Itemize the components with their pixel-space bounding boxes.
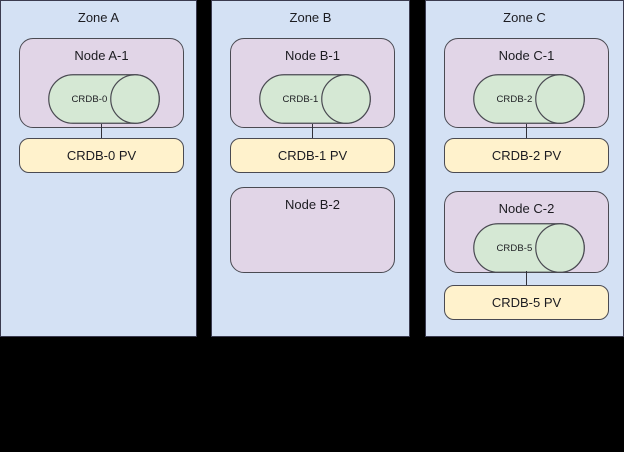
node-box-node-b-2: Node B-2 (230, 187, 395, 273)
zone-title: Zone B (289, 10, 332, 25)
database-cylinder-crdb-1: CRDB-1 (259, 74, 371, 124)
persistent-volume-crdb-5-pv: CRDB-5 PV (444, 285, 609, 320)
persistent-volume-crdb-1-pv: CRDB-1 PV (230, 138, 395, 173)
zone-title: Zone C (503, 10, 546, 25)
database-label: CRDB-2 (496, 93, 533, 105)
database-label: CRDB-5 (496, 242, 533, 254)
node-title: Node C-2 (498, 201, 555, 216)
database-label: CRDB-1 (282, 93, 319, 105)
connector-line-conn-crdb-2 (526, 124, 527, 138)
persistent-volume-label: CRDB-0 PV (66, 147, 137, 163)
cylinder-shape-icon (48, 74, 160, 124)
connector-line-conn-crdb-0 (101, 124, 102, 138)
cylinder-shape-icon (473, 74, 585, 124)
persistent-volume-label: CRDB-5 PV (491, 294, 562, 310)
cylinder-shape-icon (473, 223, 585, 273)
persistent-volume-crdb-2-pv: CRDB-2 PV (444, 138, 609, 173)
persistent-volume-crdb-0-pv: CRDB-0 PV (19, 138, 184, 173)
zone-title: Zone A (77, 10, 120, 25)
database-cylinder-crdb-2: CRDB-2 (473, 74, 585, 124)
connector-line-conn-crdb-5 (526, 271, 527, 285)
node-title: Node C-1 (498, 48, 555, 63)
node-title: Node A-1 (74, 48, 129, 63)
database-cylinder-crdb-5: CRDB-5 (473, 223, 585, 273)
persistent-volume-label: CRDB-1 PV (277, 147, 348, 163)
connector-line-conn-crdb-1 (312, 124, 313, 138)
node-title: Node B-1 (285, 48, 340, 63)
node-title: Node B-2 (285, 197, 340, 212)
cylinder-shape-icon (259, 74, 371, 124)
database-label: CRDB-0 (71, 93, 108, 105)
database-cylinder-crdb-0: CRDB-0 (48, 74, 160, 124)
persistent-volume-label: CRDB-2 PV (491, 147, 562, 163)
